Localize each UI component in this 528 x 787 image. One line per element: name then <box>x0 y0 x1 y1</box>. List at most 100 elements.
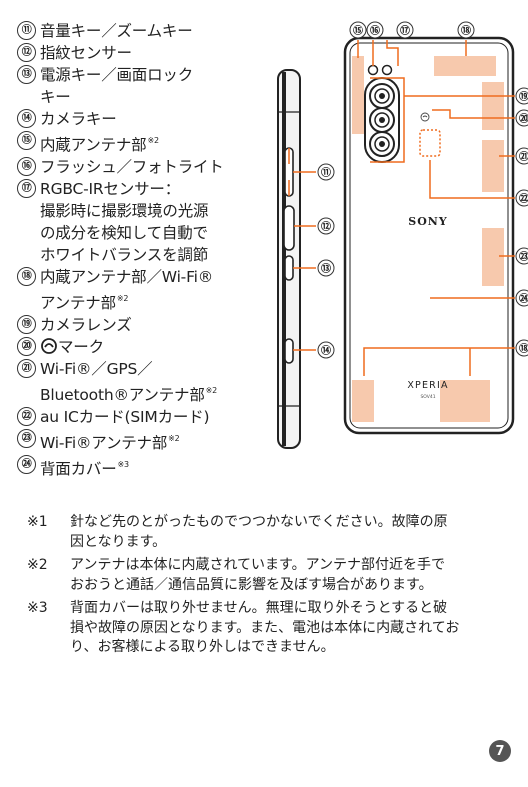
callout-12: ⑫ <box>321 220 331 233</box>
part-label: 電源キー／画面ロック キー <box>40 64 279 108</box>
antenna-area-right-3 <box>482 228 504 286</box>
part-label: 内蔵アンテナ部／Wi-Fi® アンテナ部※2 <box>40 266 279 314</box>
side-callout-labels: ⑪ ⑫ ⑬ ⑭ <box>317 163 335 359</box>
part-number: ㉓ <box>17 429 36 448</box>
part-label-text: Wi-Fi®アンテナ部 <box>40 434 168 452</box>
model-code: SOV41 <box>420 394 435 400</box>
footnote-mark: ※1 <box>27 514 48 530</box>
part-label: 背面カバー※3 <box>40 454 279 480</box>
callout-22: ㉒ <box>519 192 528 205</box>
felica-mark-icon <box>40 337 58 355</box>
part-label: マーク <box>40 336 279 358</box>
callout-17: ⑰ <box>400 24 410 37</box>
footnote: ※3 背面カバーは取り外せません。無理に取り外そうとすると破 損や故障の原因となり… <box>27 599 525 658</box>
page-number: 7 <box>489 740 511 762</box>
part-number: ⑲ <box>17 315 36 334</box>
part-number: ㉔ <box>17 455 36 474</box>
felica-mark-icon <box>420 112 430 122</box>
part-label: RGBC-IRセンサー： 撮影時に撮影環境の光源 の成分を検知して自動で ホワイ… <box>40 178 279 266</box>
antenna-area-bottom-left <box>352 380 374 422</box>
part-number: ⑪ <box>17 21 36 40</box>
footnote-text: 針など先のとがったものでつつかないでください。故障の原 因となります。 <box>70 514 448 550</box>
part-number: ⑭ <box>17 109 36 128</box>
part-label-text: 内蔵アンテナ部 <box>40 136 147 154</box>
callout-24: ㉔ <box>519 292 528 305</box>
footnote-text: アンテナは本体に内蔵されています。アンテナ部付近を手で おおうと通話／通信品質に… <box>70 557 446 593</box>
footnote-ref: ※2 <box>205 386 218 395</box>
part-label-text: 電源キー／画面ロック キー <box>40 66 194 106</box>
right-callout-labels: ⑲ ⑳ ㉑ ㉒ ㉓ ㉔ ⑱ <box>515 87 528 357</box>
callout-19: ⑲ <box>519 90 528 103</box>
part-label: Wi-Fi®アンテナ部※2 <box>40 428 279 454</box>
part-number: ⑯ <box>17 157 36 176</box>
part-label-text: マーク <box>58 338 104 356</box>
part-number: ⑱ <box>17 267 36 286</box>
part-label-text: フラッシュ／フォトライト <box>40 158 224 176</box>
footnote-text: 背面カバーは取り外せません。無理に取り外そうとすると破 損や故障の原因となります… <box>70 600 460 655</box>
part-number: ⑮ <box>17 131 36 150</box>
camera-lens-module <box>364 77 400 163</box>
footnote-ref: ※2 <box>147 136 159 145</box>
part-label-text: 内蔵アンテナ部／Wi-Fi® アンテナ部 <box>40 268 214 312</box>
part-number: ⑰ <box>17 179 36 198</box>
callout-15: ⑮ <box>353 24 363 37</box>
part-number: ⑳ <box>17 337 36 356</box>
callout-21: ㉑ <box>519 150 528 163</box>
callout-18-bottom: ⑱ <box>519 342 528 355</box>
right-callouts <box>363 95 515 376</box>
rgbc-ir-sensor <box>381 64 393 76</box>
callout-16: ⑯ <box>370 24 380 37</box>
callout-18: ⑱ <box>461 24 471 37</box>
sony-logo: SONY <box>408 215 447 228</box>
side-callouts <box>288 148 316 351</box>
part-label: 音量キー／ズームキー <box>40 20 279 42</box>
callout-11: ⑪ <box>321 166 331 179</box>
antenna-area-top-left <box>352 56 364 134</box>
device-diagram: ⑪ ⑫ ⑬ ⑭ <box>277 21 528 449</box>
footnote-ref: ※2 <box>116 294 129 303</box>
callout-23: ㉓ <box>519 250 528 263</box>
camera-key <box>284 338 294 364</box>
antenna-area-top-right <box>434 56 496 76</box>
part-number: ㉑ <box>17 359 36 378</box>
footnote-ref: ※2 <box>168 434 180 443</box>
part-label: 内蔵アンテナ部※2 <box>40 130 279 156</box>
ic-card-area <box>419 129 441 157</box>
footnote-mark: ※3 <box>27 600 48 616</box>
callout-20: ⑳ <box>519 112 528 125</box>
part-label: 指紋センサー <box>40 42 279 64</box>
part-label: カメラレンズ <box>40 314 279 336</box>
footnote: ※1 針など先のとがったものでつつかないでください。故障の原 因となります。 <box>27 513 525 552</box>
part-number: ⑫ <box>17 43 36 62</box>
part-label: カメラキー <box>40 108 279 130</box>
part-number: ⑬ <box>17 65 36 84</box>
part-label-text: au ICカード(SIMカード) <box>40 408 210 426</box>
fingerprint-sensor <box>283 205 295 251</box>
part-label-text: 指紋センサー <box>40 44 132 62</box>
flash <box>367 64 379 76</box>
part-label-text: 音量キー／ズームキー <box>40 22 193 40</box>
antenna-area-bottom-right <box>440 380 490 422</box>
callout-14: ⑭ <box>321 344 331 357</box>
part-label-text: 背面カバー <box>40 460 117 478</box>
antenna-area-right-1 <box>482 82 504 130</box>
phone-side-view <box>277 69 301 449</box>
part-number: ㉒ <box>17 407 36 426</box>
antenna-areas <box>352 56 504 422</box>
part-label: フラッシュ／フォトライト <box>40 156 279 178</box>
lens-bracket <box>370 77 405 163</box>
xperia-logo: XPERIA <box>407 380 448 391</box>
